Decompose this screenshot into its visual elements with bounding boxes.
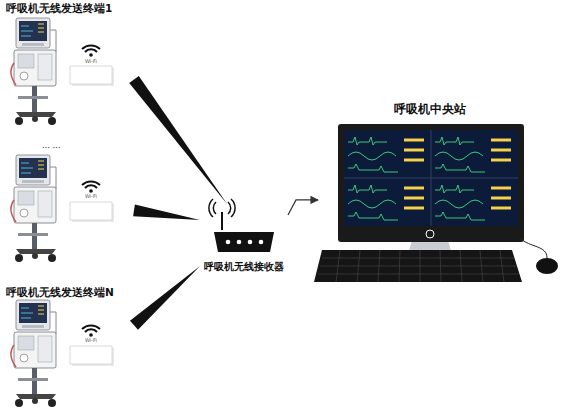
signal-arrow bbox=[288, 200, 318, 215]
wireless-beam bbox=[129, 76, 228, 205]
router bbox=[209, 199, 274, 252]
sender-terminal: 呼吸机无线发送终端1Wi-Fi bbox=[4, 2, 134, 127]
node-label: 呼吸机无线接收器 bbox=[204, 261, 284, 272]
wifi-label: Wi-Fi bbox=[85, 194, 97, 200]
node-label: 呼吸机中央站 bbox=[394, 103, 466, 116]
ventilator-cart bbox=[11, 18, 56, 125]
monitor bbox=[338, 124, 524, 267]
node-label: 呼吸机无线发送终端N bbox=[6, 287, 114, 299]
keyboard bbox=[314, 250, 522, 282]
ventilator-cart bbox=[11, 155, 56, 262]
node-label: … … bbox=[42, 142, 61, 151]
sender-terminal: 呼吸机无线发送终端N Wi-Fi bbox=[4, 285, 134, 415]
wireless-beam bbox=[130, 266, 200, 330]
wifi-box bbox=[70, 325, 114, 366]
wifi-label: Wi-Fi bbox=[85, 338, 97, 344]
central-station: 呼吸机中央站 bbox=[318, 100, 563, 285]
wireless-beam bbox=[133, 204, 200, 220]
ventilator-cart bbox=[11, 300, 56, 407]
wifi-box bbox=[70, 45, 114, 86]
sender-terminal: … … Wi-Fi bbox=[4, 140, 134, 268]
wifi-box bbox=[70, 181, 114, 222]
receiver: 呼吸机无线接收器 bbox=[200, 205, 288, 277]
mouse bbox=[520, 238, 558, 274]
wifi-label: Wi-Fi bbox=[85, 59, 97, 65]
node-label: 呼吸机无线发送终端1 bbox=[6, 3, 112, 15]
